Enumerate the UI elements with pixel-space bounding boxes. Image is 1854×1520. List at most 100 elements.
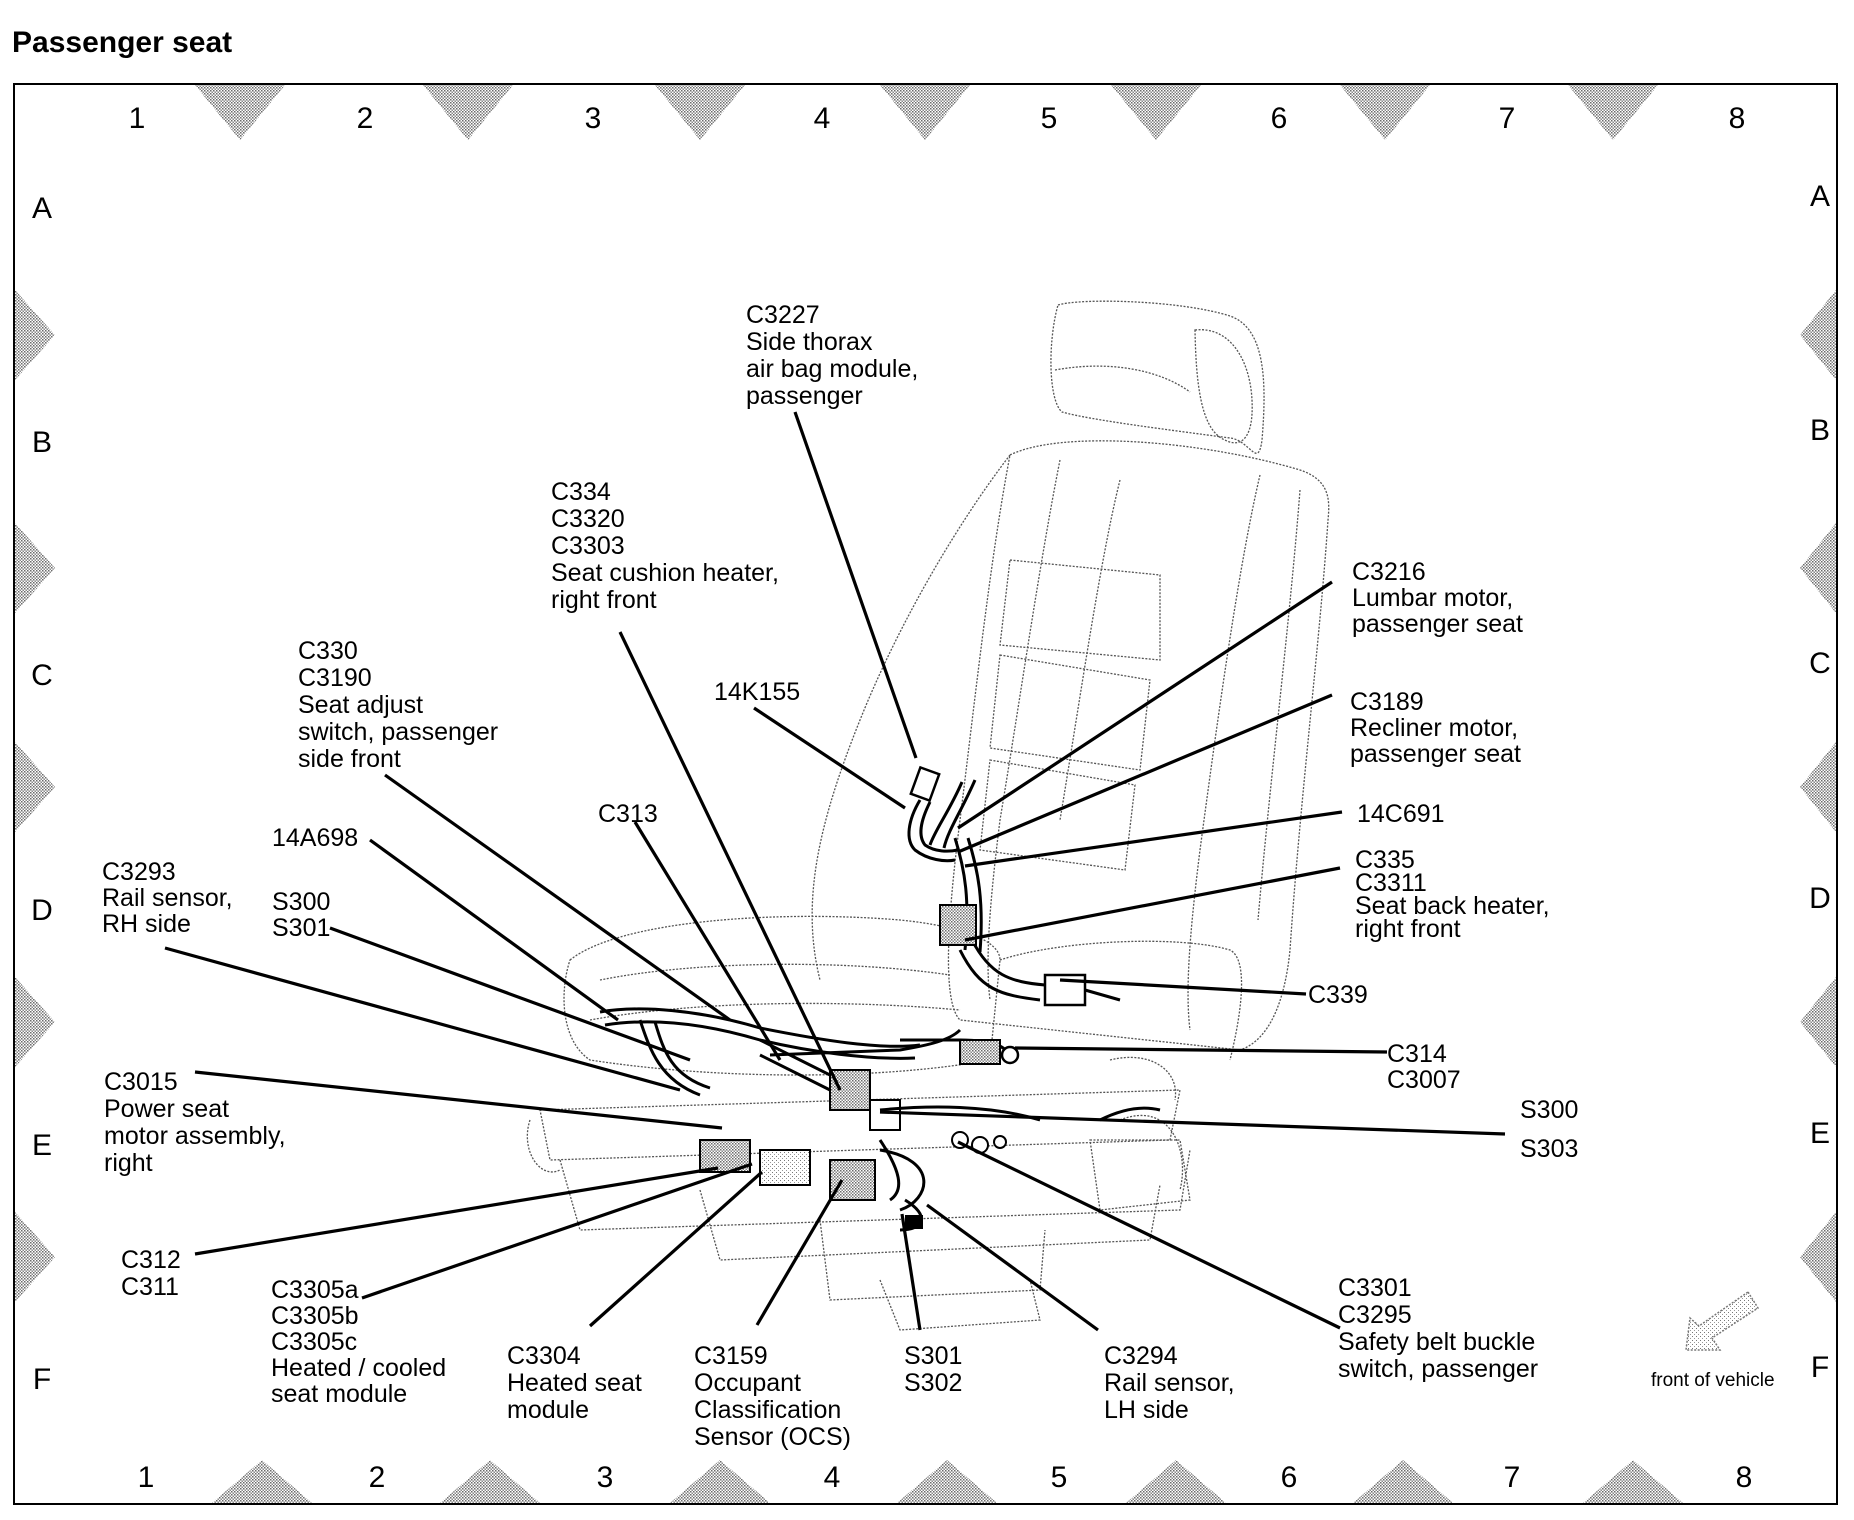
grid-column-label-top: 8 (1729, 102, 1746, 135)
callout-line: C3305c (271, 1328, 357, 1356)
grid-marker (1800, 1212, 1836, 1302)
grid-row-label-right: D (1809, 882, 1831, 915)
callout-line: switch, passenger (298, 718, 498, 746)
callout-text: S303 (1520, 1135, 1578, 1163)
grid-row-label-right: E (1810, 1117, 1830, 1150)
grid-marker (655, 85, 745, 140)
grid-marker (1800, 742, 1836, 832)
callout-c313: C313 (598, 800, 658, 828)
connector-id: C3216 (1352, 558, 1426, 586)
callout-line: RH side (102, 910, 191, 938)
grid-column-label-top: 2 (357, 102, 374, 135)
callout-line: Seat back heater, (1355, 892, 1550, 920)
grid-marker (1568, 85, 1658, 140)
grid-marker (15, 523, 55, 613)
grid-marker (670, 1460, 770, 1503)
callout-line: Rail sensor, (1104, 1369, 1235, 1397)
connector-id: C3304 (507, 1342, 581, 1370)
grid-row-label-left: B (32, 426, 52, 459)
connector-id: C339 (1308, 981, 1368, 1009)
callout-line: Heated / cooled (271, 1354, 446, 1382)
connector-id: 14C691 (1357, 800, 1445, 828)
callout-line: seat module (271, 1380, 407, 1408)
callout-line: Occupant (694, 1369, 801, 1397)
grid-marker (1583, 1460, 1683, 1503)
grid-marker (1340, 85, 1430, 140)
connector-id: S300 (1520, 1096, 1578, 1124)
connector-id: C3301 (1338, 1274, 1412, 1302)
connector-id: C314 (1387, 1040, 1447, 1068)
grid-column-label-bottom: 6 (1281, 1461, 1298, 1494)
grid-column-label-bottom: 1 (138, 1461, 155, 1494)
callout-14a698: 14A698 (272, 824, 358, 852)
grid-row-label-left: E (32, 1129, 52, 1162)
grid-column-label-top: 4 (814, 102, 831, 135)
connector-id: C3305a (271, 1276, 359, 1304)
callout-line: right front (551, 586, 657, 614)
callout-line: Seat cushion heater, (551, 559, 779, 587)
connector-id: C313 (598, 800, 658, 828)
callout-line: Rail sensor, (102, 884, 233, 912)
connector-id: C3293 (102, 858, 176, 886)
callout-line: Side thorax (746, 328, 873, 356)
grid-column-label-bottom: 8 (1736, 1461, 1753, 1494)
grid-row-label-left: A (32, 192, 52, 225)
grid-row-label-right: F (1811, 1351, 1829, 1384)
connector-id: 14K155 (714, 678, 800, 706)
callout-line: C3295 (1338, 1301, 1412, 1329)
grid-marker (1800, 290, 1836, 380)
callout-line: Heated seat (507, 1369, 642, 1397)
grid-column-label-top: 3 (585, 102, 602, 135)
callout-line: Sensor (OCS) (694, 1423, 851, 1451)
grid-marker (15, 1212, 55, 1302)
callout-line: right (104, 1149, 153, 1177)
leader-lines (164, 411, 1506, 1332)
callout-c339: C339 (1308, 981, 1368, 1009)
page-title: Passenger seat (12, 26, 233, 59)
grid-marker (440, 1460, 540, 1503)
connector-id: C3294 (1104, 1342, 1178, 1370)
front-of-vehicle-arrow-icon (1685, 1290, 1760, 1351)
callout-line: C3311 (1355, 869, 1427, 897)
callout-line: S301 (272, 914, 330, 942)
connector-id: 14A698 (272, 824, 358, 852)
grid-marker (1800, 977, 1836, 1067)
grid-marker (195, 85, 285, 140)
grid-marker (880, 85, 970, 140)
callout-line: Recliner motor, (1350, 714, 1518, 742)
grid-row-label-right: C (1809, 647, 1831, 680)
callout-line: LH side (1104, 1396, 1189, 1424)
grid-column-label-top: 1 (129, 102, 146, 135)
grid-row-label-left: D (31, 894, 53, 927)
grid-column-label-bottom: 4 (824, 1461, 841, 1494)
callout-line: switch, passenger (1338, 1355, 1538, 1383)
callout-line: right front (1355, 915, 1461, 943)
callout-line: C3303 (551, 532, 625, 560)
callout-line: passenger (746, 382, 863, 410)
grid-marker (15, 977, 55, 1067)
callout-line: Power seat (104, 1095, 229, 1123)
callout-line: Lumbar motor, (1352, 584, 1513, 612)
callout-line: C311 (121, 1273, 179, 1301)
callout-s300b: S300 (1520, 1096, 1578, 1124)
callout-line: passenger seat (1352, 610, 1523, 638)
